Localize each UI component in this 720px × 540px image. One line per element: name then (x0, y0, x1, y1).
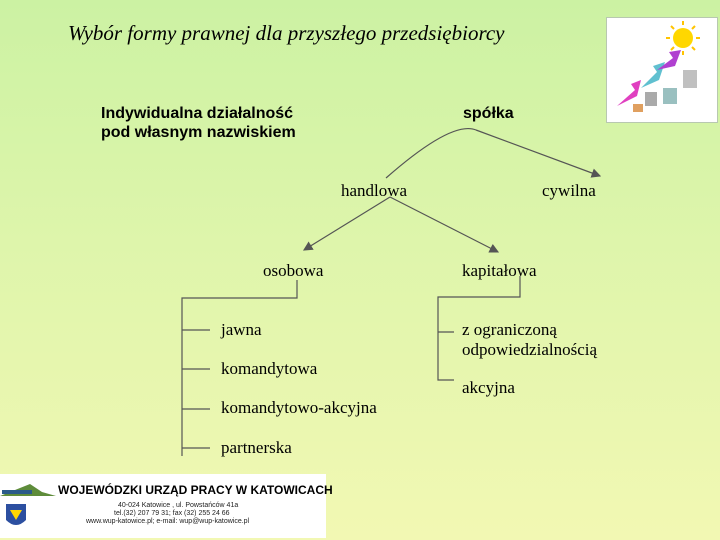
form-akcyjna: akcyjna (462, 378, 515, 397)
footer-address: 40-024 Katowice , ul. Powstańców 41a (118, 502, 239, 509)
form-partnerska: partnerska (221, 438, 292, 457)
form-jawna: jawna (221, 320, 262, 339)
footer-phone: tel.(32) 207 79 31; fax (32) 255 24 66 (114, 510, 230, 517)
bracket-osobowa (181, 280, 298, 456)
node-spolka: spółka (463, 105, 514, 122)
form-zoo-line-2: odpowiedzialnością (462, 340, 598, 359)
footer-org-name: WOJEWÓDZKI URZĄD PRACY W KATOWICACH (58, 483, 333, 497)
office-logo-icon (0, 484, 56, 496)
arrow-spolka-cywilna (475, 129, 602, 178)
node-individual-line-2: pod własnym nazwiskiem (101, 124, 296, 141)
clipart-image (606, 17, 718, 123)
node-individual-line-1: Indywidualna działalność (101, 105, 294, 122)
sun-clipart-icon (666, 21, 700, 55)
arrow-handlowa-kapitalowa (389, 196, 500, 253)
node-cywilna: cywilna (542, 181, 596, 200)
form-komandytowa: komandytowa (221, 359, 318, 378)
voivodeship-crest-icon (6, 504, 26, 525)
form-zoo: z ograniczoną odpowiedzialnością (462, 320, 597, 360)
node-handlowa: handlowa (341, 181, 408, 200)
slide-title: Wybór formy prawnej dla przyszłego przed… (68, 21, 505, 45)
arrow-handlowa-osobowa (302, 196, 391, 251)
form-komandytowo-akcyjna: komandytowo-akcyjna (221, 398, 377, 417)
node-kapitalowa: kapitałowa (462, 261, 537, 280)
footer-web-link[interactable]: www.wup-katowice.pl; e-mail: wup@wup-kat… (86, 518, 250, 525)
node-individual: Indywidualna działalność pod własnym naz… (101, 104, 296, 142)
bracket-kapitalowa (437, 276, 521, 381)
footer-banner: WOJEWÓDZKI URZĄD PRACY W KATOWICACH 40-0… (0, 474, 333, 538)
arrow-spolka-handlowa (385, 128, 477, 179)
form-zoo-line-1: z ograniczoną (462, 320, 557, 339)
people-clipart-icon (617, 50, 697, 112)
node-osobowa: osobowa (263, 261, 324, 280)
